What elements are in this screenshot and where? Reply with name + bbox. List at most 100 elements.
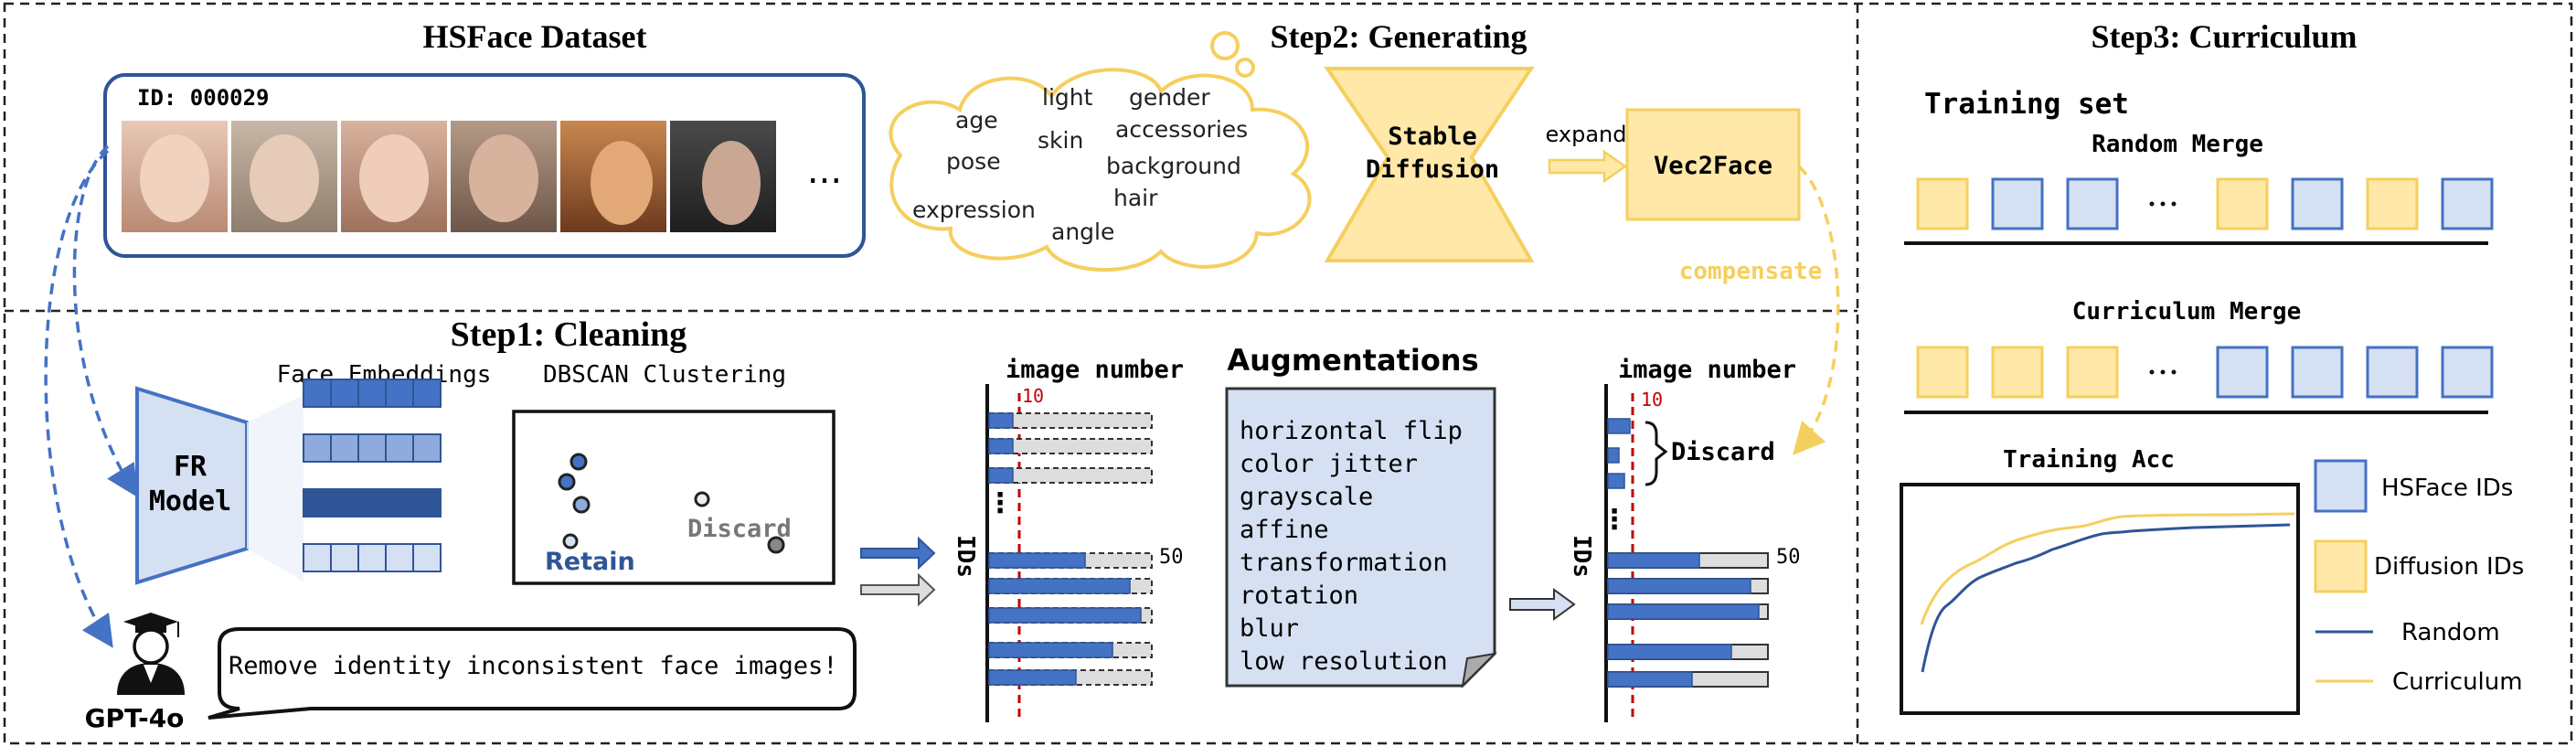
cluster-points <box>558 453 785 554</box>
bar-kept <box>1607 671 1693 688</box>
vec2face-label: Vec2Face <box>1654 152 1772 180</box>
row-ellipsis-dot <box>2160 369 2166 375</box>
hsface-id-square <box>1991 177 2044 230</box>
bar-kept <box>1607 473 1625 489</box>
chart-title: image number <box>1006 356 1184 384</box>
row-ellipsis-dot <box>2149 201 2155 207</box>
image-count-chart-after: image number 10 50 IDs ⋮ Discard <box>1568 356 1801 722</box>
curriculum-merge-label: Curriculum Merge <box>2072 298 2301 325</box>
legend-random: Random <box>2401 619 2500 646</box>
max-tick: 50 <box>1776 546 1801 569</box>
embedding-cell <box>412 543 442 572</box>
faces-ellipsis: ... <box>807 150 842 192</box>
face-embeddings <box>303 379 442 572</box>
stable-diffusion-label: Diffusion <box>1366 155 1499 184</box>
bar-kept <box>1607 644 1732 660</box>
discard-label: Discard <box>687 515 792 543</box>
embedding-cell <box>412 379 442 408</box>
bar-kept <box>988 607 1142 624</box>
augmentation-item: rotation <box>1240 582 1358 610</box>
embedding-cell <box>330 543 359 572</box>
diffusion-id-square <box>1916 177 1969 230</box>
cluster-point <box>569 453 588 471</box>
augmentation-list: horizontal flip color jitter grayscale a… <box>1240 417 1463 676</box>
dataset-title: HSFace Dataset <box>423 18 647 55</box>
bar-kept <box>1607 603 1760 620</box>
embedding-cell <box>330 488 359 518</box>
embedding-cell <box>357 488 387 518</box>
legend-diffusion: Diffusion IDs <box>2374 553 2524 581</box>
cluster-point <box>572 496 591 514</box>
embedding-cell <box>385 543 414 572</box>
cleaned-flow-arrow <box>860 536 936 571</box>
hsface-id-square <box>2066 177 2119 230</box>
attribute-word: expression <box>912 197 1036 223</box>
image-count-chart-before: image number 10 50 IDs ⋮ <box>952 356 1184 722</box>
attribute-word: hair <box>1113 185 1158 211</box>
embedding-cell <box>330 433 359 463</box>
expand-label: expand <box>1546 122 1627 147</box>
augmentation-item: affine <box>1240 516 1329 544</box>
embedding-cell <box>303 488 332 518</box>
random-merge-label: Random Merge <box>2092 131 2263 158</box>
threshold-tick: 10 <box>1641 389 1663 411</box>
hsface-id-square <box>2441 177 2494 230</box>
step1-title: Step1: Cleaning <box>451 315 687 354</box>
face-image <box>670 121 776 232</box>
vec2face-block <box>1625 108 1801 221</box>
hsface-id-square <box>2216 346 2269 399</box>
compensate-label: compensate <box>1679 258 1823 285</box>
face-image <box>560 121 666 232</box>
embedding-cell <box>303 543 332 572</box>
training-acc-title: Training Acc <box>2003 446 2175 474</box>
attribute-word: angle <box>1051 219 1114 245</box>
diffusion-id-square <box>1916 346 1969 399</box>
hsface-id-square <box>2291 346 2344 399</box>
augmentations-panel: Augmentations horizontal flip color jitt… <box>1225 343 1497 688</box>
row-ellipsis-dot <box>2171 369 2177 375</box>
fr-model-label: Model <box>149 486 231 518</box>
embedding-cell <box>385 433 414 463</box>
cluster-point <box>767 536 785 554</box>
bar-kept <box>1607 418 1631 434</box>
gpt-label: GPT-4o <box>85 703 185 733</box>
discard-brace-label: Discard <box>1671 438 1775 466</box>
training-acc-plot <box>1900 483 2300 715</box>
diffusion-id-square <box>2216 177 2269 230</box>
bar-kept <box>988 412 1014 429</box>
expand-arrow <box>1548 149 1628 184</box>
step3-title: Step3: Curriculum <box>2092 18 2358 55</box>
hsface-id-square <box>2291 177 2344 230</box>
attribute-word: background <box>1106 153 1241 179</box>
id-label: ID: 000029 <box>137 85 270 111</box>
bar-kept <box>988 438 1014 454</box>
threshold-tick: 10 <box>1022 385 1044 407</box>
training-set-label: Training set <box>1924 88 2129 121</box>
augmentation-item: color jitter <box>1240 450 1418 478</box>
y-axis-label: IDs <box>952 535 979 578</box>
bar-kept <box>988 552 1086 569</box>
legend-curriculum: Curriculum <box>2392 668 2523 696</box>
embedding-cell <box>357 543 387 572</box>
augmentation-item: grayscale <box>1240 483 1373 511</box>
diffusion-id-square <box>2066 346 2119 399</box>
rows-ellipsis: ⋮ <box>986 487 1014 519</box>
random-curve <box>1921 523 2291 673</box>
bar-kept <box>988 467 1014 484</box>
diffusion-id-square <box>2366 177 2419 230</box>
face-strip <box>122 121 776 232</box>
curriculum-merge-row <box>1916 346 2494 399</box>
thought-cloud-icon <box>889 31 1312 272</box>
augmentation-item: horizontal flip <box>1240 417 1463 445</box>
step2-title: Step2: Generating <box>1271 18 1528 55</box>
embedding-cell <box>357 433 387 463</box>
bar-kept <box>1607 578 1751 594</box>
row-ellipsis-dot <box>2149 369 2155 375</box>
attribute-word: skin <box>1038 127 1083 154</box>
bar-kept <box>988 578 1131 594</box>
bar-kept <box>1607 552 1700 569</box>
dbscan-panel <box>512 410 836 585</box>
compensate-arrow <box>1793 165 1840 455</box>
hsface-id-square <box>2366 346 2419 399</box>
